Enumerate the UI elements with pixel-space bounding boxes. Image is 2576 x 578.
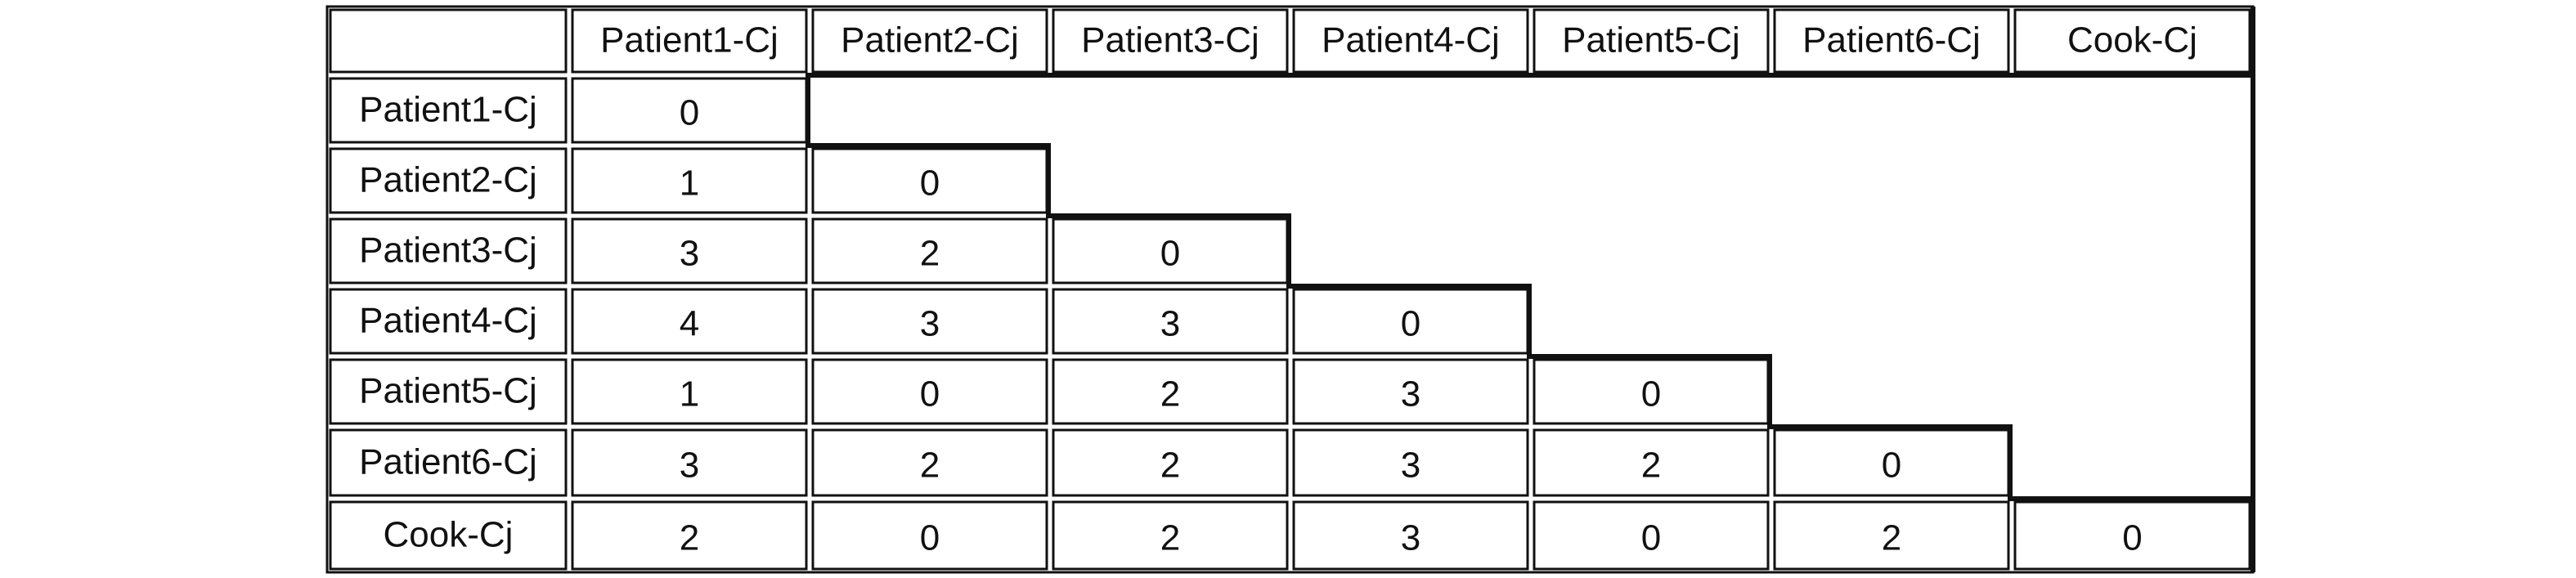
value-label: 0	[680, 93, 699, 133]
value-label: 0	[920, 374, 940, 414]
value-cell	[1052, 288, 1289, 355]
column-header-cell	[1533, 8, 1770, 74]
row-header-label: Patient3-Cj	[359, 231, 537, 271]
value-cell	[1533, 428, 1770, 497]
column-header-cell	[811, 8, 1048, 74]
row-header-label: Cook-Cj	[384, 515, 514, 555]
column-header-cell	[571, 8, 808, 74]
value-cell	[571, 217, 808, 285]
value-label: 0	[1641, 518, 1661, 558]
value-label: 2	[1641, 446, 1661, 486]
row-header-cell	[329, 147, 568, 214]
column-header-cell	[2013, 8, 2251, 74]
value-cell	[1773, 500, 2010, 571]
row-header-cell	[329, 77, 568, 144]
value-label: 3	[1401, 374, 1420, 414]
table-cells	[325, 5, 2255, 574]
row-header-label: Patient6-Cj	[359, 442, 537, 482]
value-label: 2	[1882, 518, 1901, 558]
value-cell	[1052, 500, 1289, 571]
value-label: 3	[920, 304, 940, 344]
value-label: 3	[680, 446, 699, 486]
value-cell	[1052, 428, 1289, 497]
value-label: 3	[1401, 446, 1420, 486]
row-header-label: Patient5-Cj	[359, 371, 537, 411]
column-header-label: Cook-Cj	[2067, 20, 2197, 60]
value-label: 1	[680, 164, 699, 204]
value-cell	[811, 288, 1048, 355]
column-header-cell	[1052, 8, 1289, 74]
value-label: 3	[1401, 518, 1420, 558]
value-label: 2	[1160, 518, 1180, 558]
row-header-label: Patient4-Cj	[359, 301, 537, 341]
value-label: 2	[920, 234, 940, 274]
value-cell	[1533, 500, 1770, 571]
row-header-cell	[329, 428, 568, 497]
value-cell	[571, 358, 808, 425]
corner-cell	[329, 8, 568, 74]
value-label: 0	[920, 164, 940, 204]
row-header-label: Patient2-Cj	[359, 160, 537, 200]
value-cell	[571, 147, 808, 214]
value-cell	[1052, 358, 1289, 425]
value-cell	[1292, 500, 1529, 571]
value-label: 0	[1641, 374, 1661, 414]
value-label: 2	[680, 518, 699, 558]
value-label: 0	[1160, 234, 1180, 274]
value-cell	[2013, 500, 2251, 571]
column-header-label: Patient4-Cj	[1322, 20, 1500, 60]
column-header-label: Patient3-Cj	[1081, 20, 1259, 60]
column-header-cell	[1292, 8, 1529, 74]
column-header-label: Patient5-Cj	[1562, 20, 1740, 60]
value-label: 0	[1882, 446, 1901, 486]
column-header-label: Patient6-Cj	[1802, 20, 1981, 60]
value-cell	[1292, 358, 1529, 425]
value-label: 4	[680, 304, 699, 344]
row-header-cell	[329, 500, 568, 571]
value-label: 0	[920, 518, 940, 558]
value-cell	[571, 428, 808, 497]
column-header-label: Patient1-Cj	[600, 20, 779, 60]
value-label: 3	[680, 234, 699, 274]
value-label: 1	[680, 374, 699, 414]
value-label: 2	[1160, 446, 1180, 486]
value-cell	[1292, 428, 1529, 497]
column-header-cell	[1773, 8, 2010, 74]
value-cell	[811, 500, 1048, 571]
triangle-boundary-line	[806, 73, 2253, 501]
value-label: 2	[1160, 374, 1180, 414]
value-cell	[811, 428, 1048, 497]
row-header-cell	[329, 288, 568, 355]
value-label: 3	[1160, 304, 1180, 344]
value-cell	[811, 358, 1048, 425]
value-label: 0	[1401, 304, 1420, 344]
value-cell	[571, 288, 808, 355]
row-header-cell	[329, 217, 568, 285]
value-label: 0	[2122, 518, 2142, 558]
value-cell	[571, 500, 808, 571]
value-label: 2	[920, 446, 940, 486]
row-header-cell	[329, 358, 568, 425]
value-cell	[811, 217, 1048, 285]
column-header-label: Patient2-Cj	[841, 20, 1019, 60]
row-header-label: Patient1-Cj	[359, 90, 537, 130]
